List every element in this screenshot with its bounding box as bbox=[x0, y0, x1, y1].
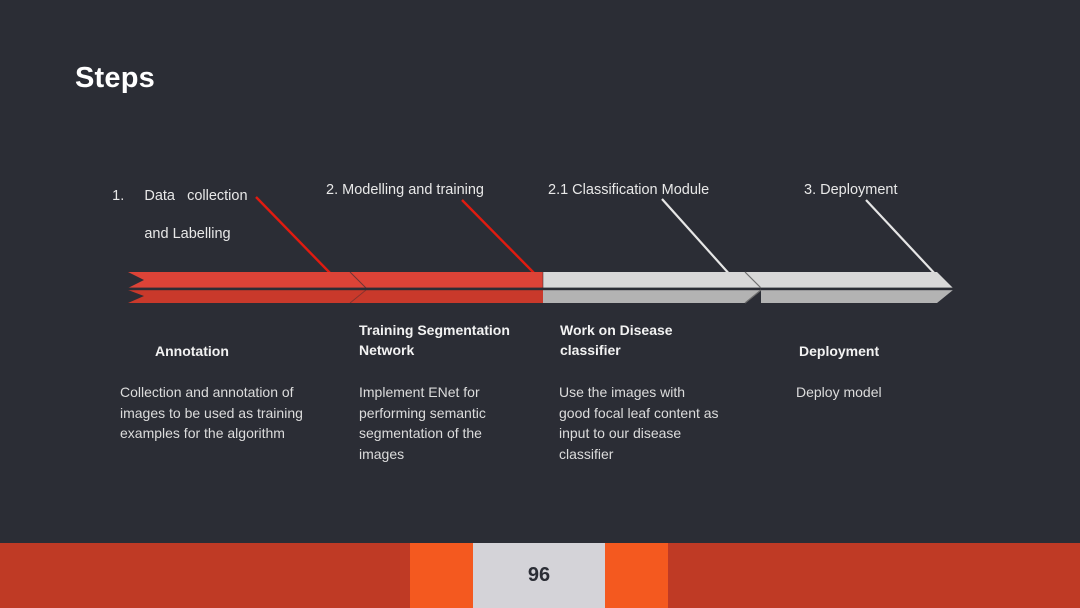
step-heading-annotation: Annotation bbox=[155, 343, 229, 359]
footer-accent-left bbox=[410, 543, 473, 608]
chevron-seam-1b bbox=[349, 289, 367, 304]
step-heading-deployment: Deployment bbox=[799, 343, 880, 359]
top-label-step-1-line1: 1. Data collection bbox=[112, 188, 248, 204]
chevron-segment-1-bottom bbox=[128, 290, 366, 303]
step-body-work-on-disease-classifier: Use the images with good focal leaf cont… bbox=[559, 384, 719, 462]
top-label-step-2: 2. Modelling and training bbox=[326, 182, 484, 198]
step-body-annotation: Collection and annotation of images to b… bbox=[120, 384, 303, 441]
chevron-seam-1 bbox=[349, 271, 367, 289]
chevron-segment-4-bottom bbox=[761, 290, 953, 303]
top-label-step-1-line2: and Labelling bbox=[112, 226, 231, 242]
footer-page-box: 96 bbox=[473, 543, 605, 608]
step-heading-training-segmentation-network: Training Segmentation Network bbox=[359, 322, 510, 358]
footer-bar: 96 bbox=[0, 543, 1080, 608]
footer-accent-right bbox=[605, 543, 668, 608]
page-title: Steps bbox=[75, 62, 155, 94]
top-label-step-1: 1. Data collection and Labelling bbox=[96, 168, 248, 263]
chevron-mid-divider bbox=[128, 287, 953, 291]
chevron-segment-3-top bbox=[543, 272, 761, 288]
chevron-seam-3b bbox=[744, 289, 762, 304]
chevron-segment-4-top bbox=[745, 272, 953, 288]
chevron-segment-2-top bbox=[350, 272, 543, 288]
step-body-deployment: Deploy model bbox=[796, 384, 882, 400]
chevron-segment-2-bottom bbox=[350, 290, 543, 303]
chevron-seam-3 bbox=[744, 271, 762, 289]
step-body-training-segmentation-network: Implement ENet for performing semantic s… bbox=[359, 384, 486, 462]
chevron-segment-1-top bbox=[128, 272, 366, 288]
page-number: 96 bbox=[527, 564, 551, 586]
top-label-step-2-1: 2.1 Classification Module bbox=[548, 182, 710, 198]
chevron-segment-3-bottom bbox=[543, 290, 761, 303]
step-heading-work-on-disease-classifier: Work on Disease classifier bbox=[560, 322, 673, 358]
top-label-step-3: 3. Deployment bbox=[804, 182, 898, 198]
